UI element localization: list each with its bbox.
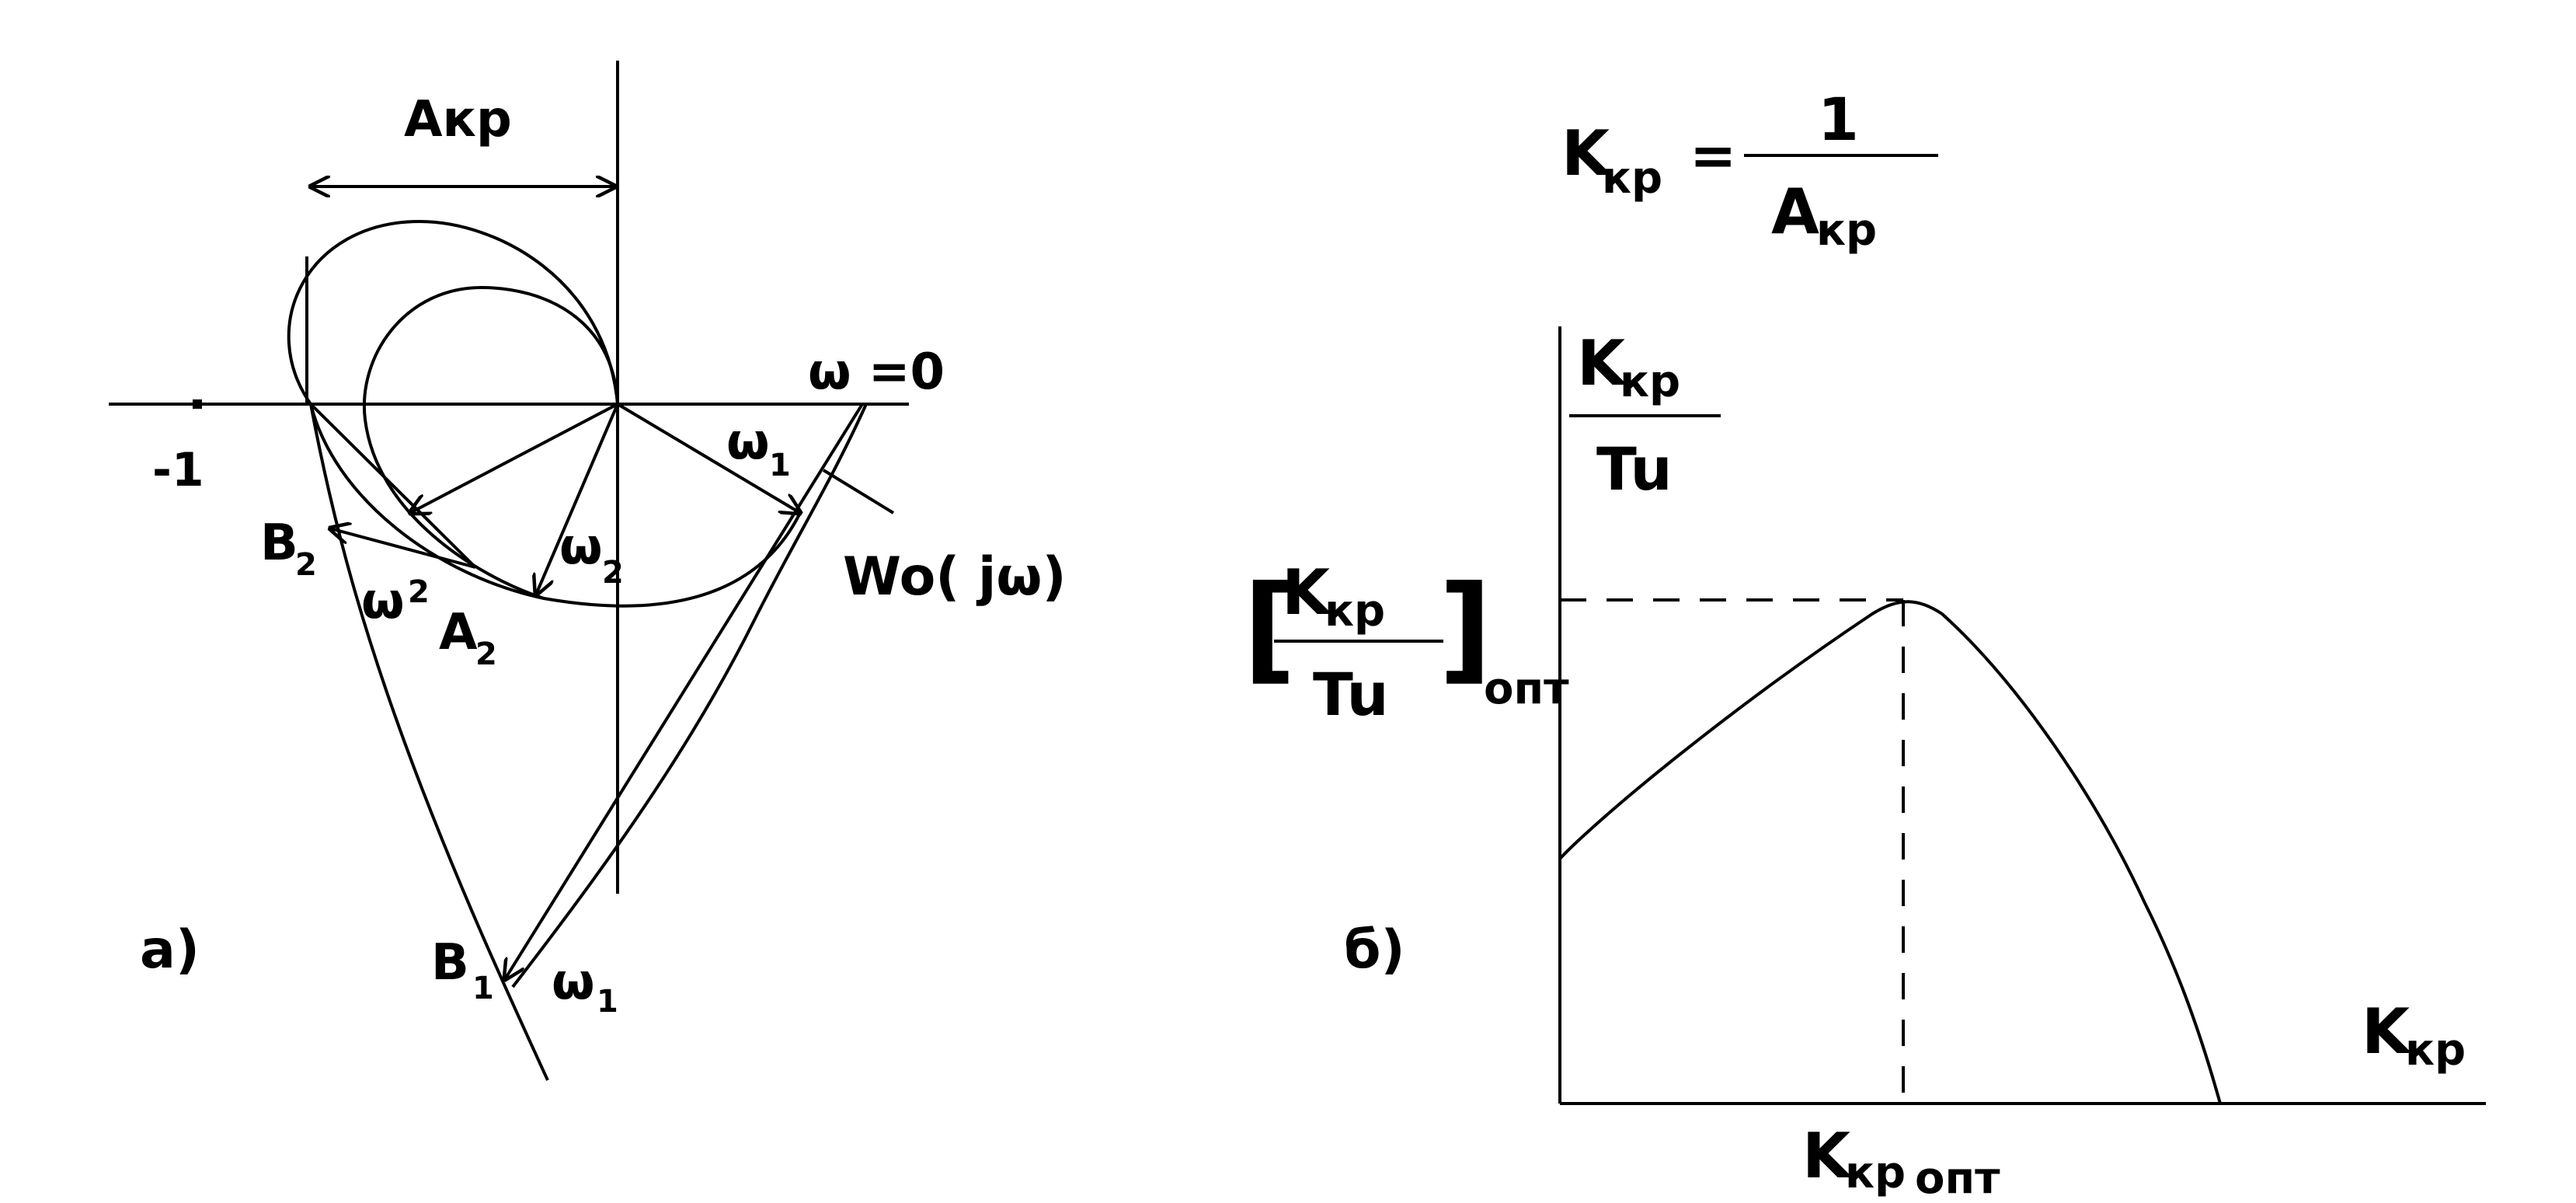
omega2-left-sub: 2 <box>408 574 430 610</box>
b2-label: B <box>260 514 298 572</box>
opt-sub: опт <box>1484 664 1569 714</box>
lower-loop-left <box>309 403 545 600</box>
omega2-inner-label: ω <box>559 518 603 576</box>
formula-denominator: A <box>1771 176 1819 248</box>
opt-den: Tu <box>1313 660 1389 729</box>
minus-one-label: -1 <box>152 443 204 497</box>
b2-sub: 2 <box>295 547 317 583</box>
ylabel-num: K <box>1577 327 1627 399</box>
opt-num-sub: кр <box>1325 586 1385 636</box>
vector-a2-b2 <box>330 528 476 569</box>
vector-b2 <box>309 403 477 569</box>
vector-omega1 <box>616 403 800 513</box>
nyquist-curve-w0 <box>511 403 868 989</box>
formula: K кр = 1 A кр <box>1561 85 1938 256</box>
a2-sub: 2 <box>475 636 497 672</box>
left-branch-curve <box>309 403 549 1081</box>
opt-num: K <box>1282 556 1332 629</box>
vector-inner <box>410 403 618 513</box>
xlabel-sub: кр <box>2405 1025 2466 1076</box>
opt-bracket-right: ] <box>1439 561 1492 696</box>
a2-label: A <box>439 604 478 661</box>
formula-lhs-sub: кр <box>1602 153 1662 204</box>
opt-bracket-left: [ <box>1243 561 1297 696</box>
ylabel-den: Tu <box>1596 434 1673 504</box>
omega1-upper-sub: 1 <box>769 448 791 483</box>
b1-sub: 1 <box>472 971 494 1006</box>
b1-label: B <box>431 934 469 992</box>
panel-a: -1 Акр ω =0 ω 1 Wo( jω) B 2 ω 2 ω 2 A 2 <box>109 61 1067 1081</box>
formula-numerator: 1 <box>1818 85 1859 154</box>
formula-denominator-sub: кр <box>1816 205 1877 256</box>
nyquist-label: Wo( jω) <box>843 546 1067 608</box>
xlabel: K <box>2362 996 2412 1068</box>
panel-b-label: б) <box>1344 919 1405 981</box>
vector-omega2 <box>536 403 619 595</box>
vector-b1 <box>505 403 864 979</box>
formula-lhs: K <box>1561 117 1612 190</box>
acr-label: Акр <box>404 91 512 148</box>
ratio-curve <box>1558 600 2222 1104</box>
ylabel-num-sub: кр <box>1620 357 1680 407</box>
omega1-lower-sub: 1 <box>597 984 618 1020</box>
w0-pointer-line <box>822 469 895 514</box>
omega-zero-label: ω =0 <box>808 343 945 401</box>
omega2-inner-sub: 2 <box>602 555 624 591</box>
xopt-label: K <box>1802 1120 1853 1192</box>
omega1-lower-label: ω <box>552 954 595 1011</box>
formula-equals: = <box>1690 123 1736 188</box>
outer-loop-curve <box>287 219 619 406</box>
omega1-upper-label: ω <box>726 413 770 471</box>
panel-a-label: а) <box>140 919 200 981</box>
panel-b: K кр Tu [ K кр Tu ] опт K кр K кр опт б) <box>1243 326 2486 1203</box>
xopt-sub: кр <box>1845 1148 1906 1198</box>
minus-one-point <box>193 399 202 409</box>
inner-loop-curve <box>362 285 802 608</box>
xopt-subsub: опт <box>1915 1153 2000 1203</box>
omega2-left-label: ω <box>361 573 405 630</box>
